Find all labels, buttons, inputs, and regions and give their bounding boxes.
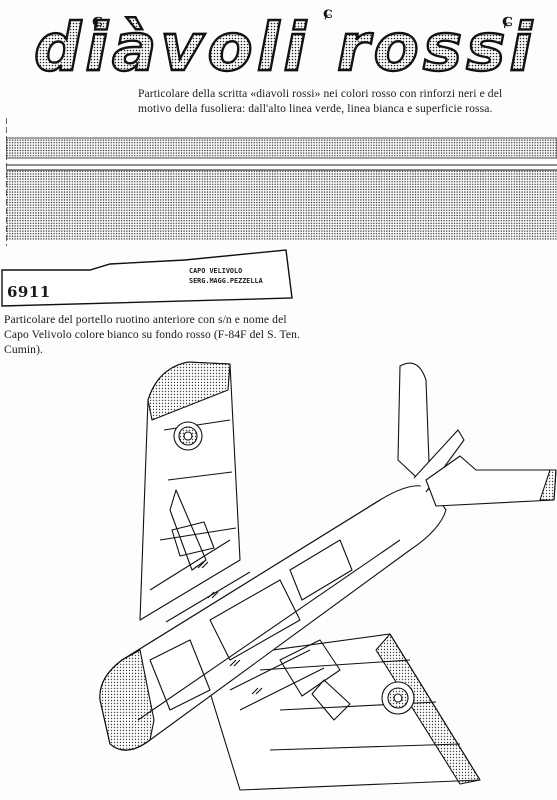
- flourish-icon: ɕ: [502, 10, 513, 31]
- door-serial-number: 6911: [7, 283, 51, 301]
- diavoli-rossi-lettering: diàvoli rossi ɕ ɕ ɕ: [33, 4, 536, 87]
- f84f-aircraft-drawing: [99, 361, 557, 791]
- lettering-caption: Particolare della scritta «diavoli rossi…: [138, 87, 503, 115]
- crew-chief-line-1: CAPO VELIVOLO: [189, 267, 243, 275]
- nose-wheel-door: [1, 249, 293, 307]
- fuselage-stripe-motif: [6, 118, 557, 246]
- crew-chief-line-2: SERG.MAGG.PEZZELLA: [189, 277, 263, 285]
- door-caption: Particolare del portello ruotino anterio…: [4, 313, 300, 356]
- flourish-icon: ɕ: [323, 4, 333, 22]
- crew-chief-name: CAPO VELIVOLO SERG.MAGG.PEZZELLA: [189, 266, 299, 286]
- title-text: diàvoli rossi: [34, 9, 536, 86]
- flourish-icon: ɕ: [92, 10, 103, 31]
